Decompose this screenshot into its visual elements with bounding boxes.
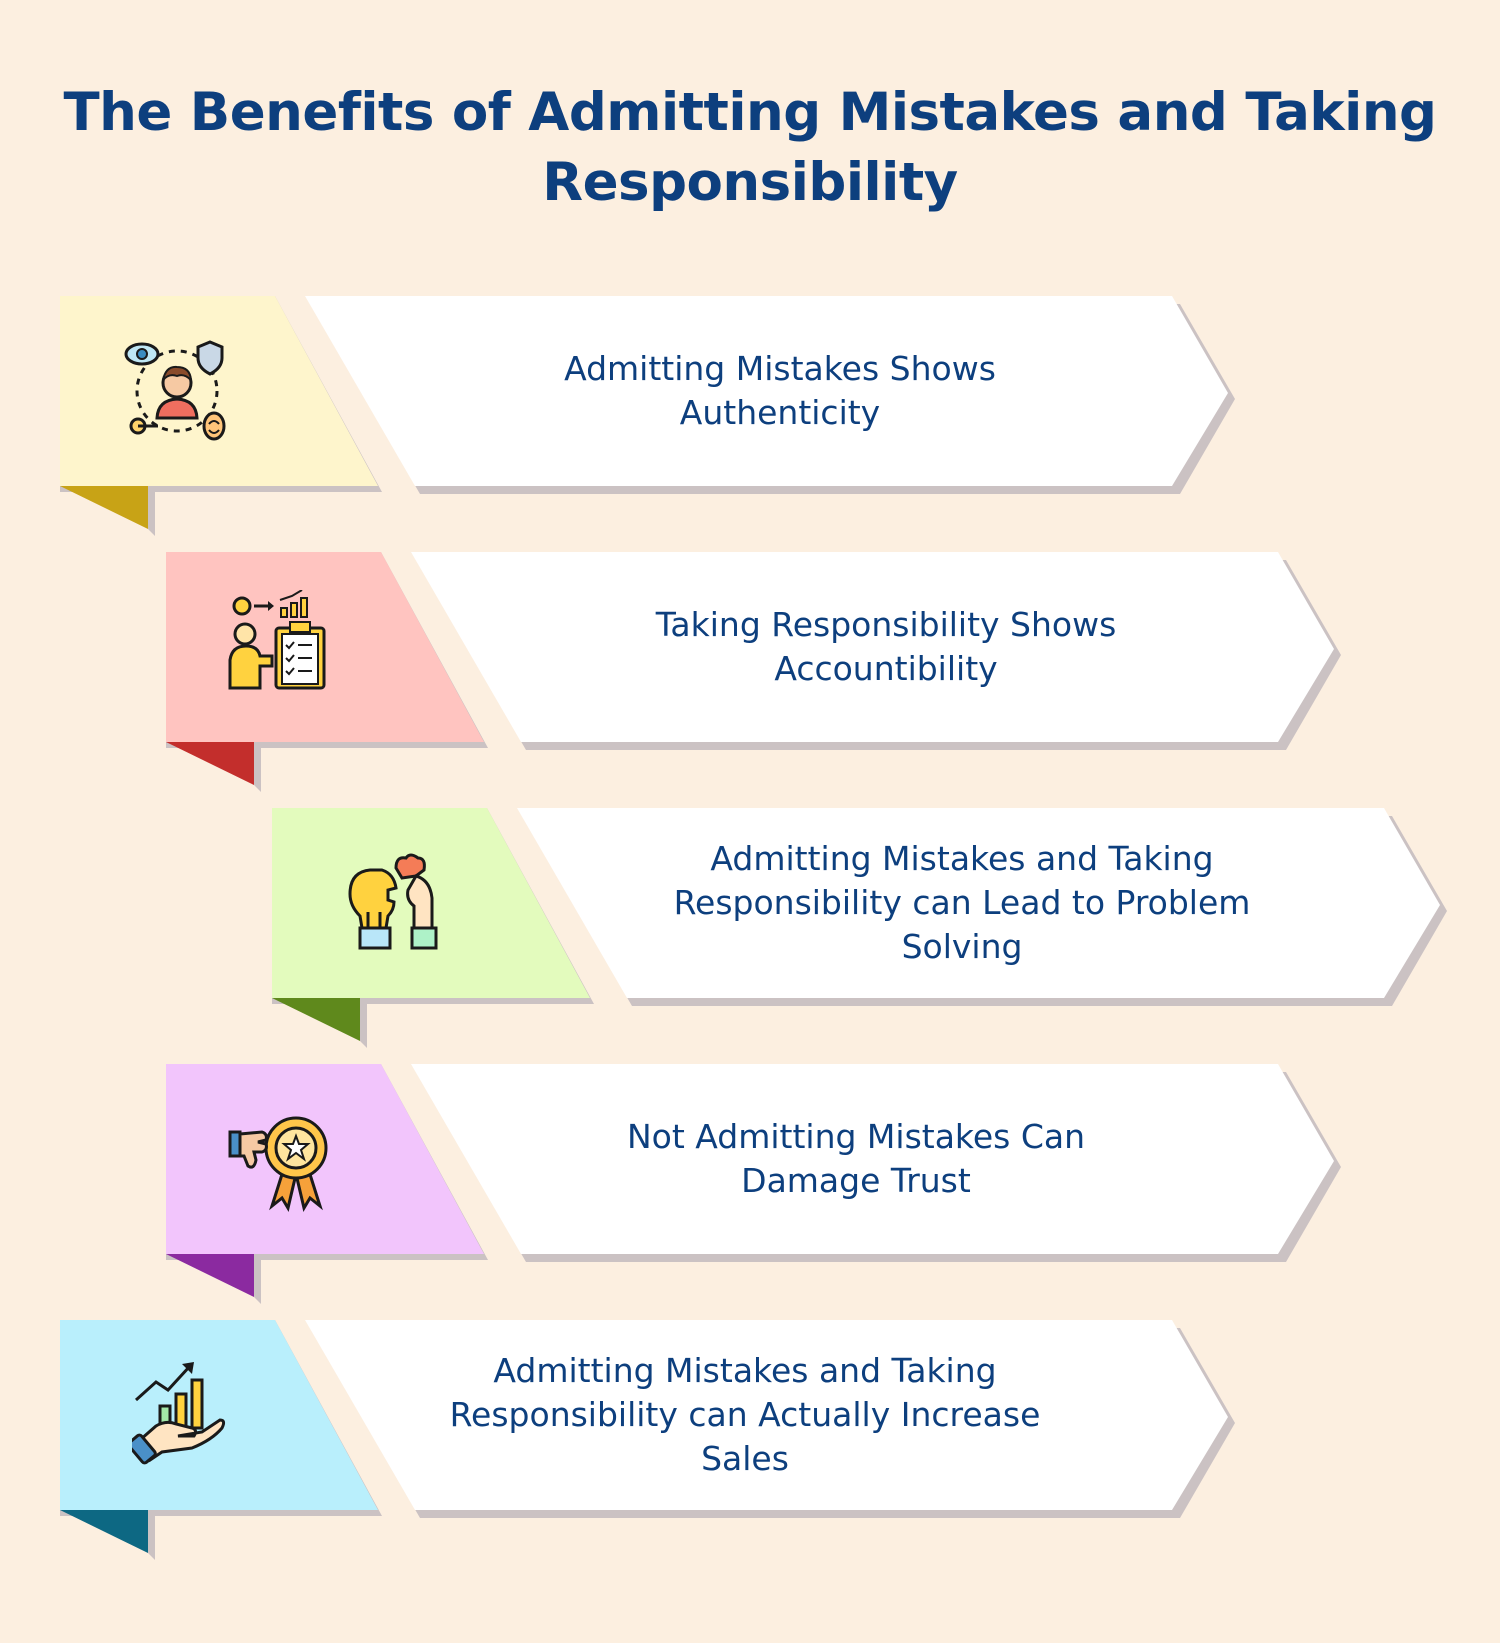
fold-shadow [254, 742, 261, 792]
accountability-icon [226, 589, 336, 700]
benefit-label: Admitting Mistakes Shows Authenticity [564, 349, 996, 432]
benefit-row-2: Taking Responsibility Shows Accountibili… [166, 552, 1346, 792]
page-title: The Benefits of Admitting Mistakes and T… [63, 82, 1437, 213]
sales-growth-icon [127, 1360, 242, 1470]
benefit-row-1: Admitting Mistakes Shows Authenticity [60, 296, 1240, 536]
damaged-trust-icon [228, 1108, 338, 1218]
authenticity-icon [122, 336, 232, 446]
row-5-shapes [60, 1320, 1235, 1560]
text-arrow [411, 552, 1334, 742]
fold-tab [60, 1510, 148, 1553]
text-arrow [517, 808, 1440, 998]
benefit-label: Not Admitting Mistakes Can Damage Trust [626, 1117, 1086, 1200]
fold-shadow [148, 486, 155, 536]
text-arrow [305, 1320, 1228, 1510]
text-arrow [305, 296, 1228, 486]
benefit-label: Taking Responsibility Shows Accountibili… [655, 605, 1117, 688]
text-arrow [411, 1064, 1334, 1254]
benefit-row-3: Admitting Mistakes and Taking Responsibi… [272, 808, 1452, 1048]
icon-panel [60, 1320, 378, 1510]
row-3-shapes [272, 808, 1447, 1048]
fold-tab [60, 486, 148, 529]
benefit-row-4: Not Admitting Mistakes Can Damage Trust [166, 1064, 1346, 1304]
fold-shadow [360, 998, 367, 1048]
fold-tab [166, 742, 254, 785]
benefit-row-5: Admitting Mistakes and Taking Responsibi… [60, 1320, 1240, 1560]
fold-shadow [148, 1510, 155, 1560]
benefit-label: Admitting Mistakes and Taking Responsibi… [673, 839, 1251, 966]
benefit-label: Admitting Mistakes and Taking Responsibi… [449, 1351, 1041, 1478]
fold-tab [166, 1254, 254, 1297]
fold-shadow [254, 1254, 261, 1304]
fold-tab [272, 998, 360, 1041]
problem-solving-icon [344, 850, 454, 960]
